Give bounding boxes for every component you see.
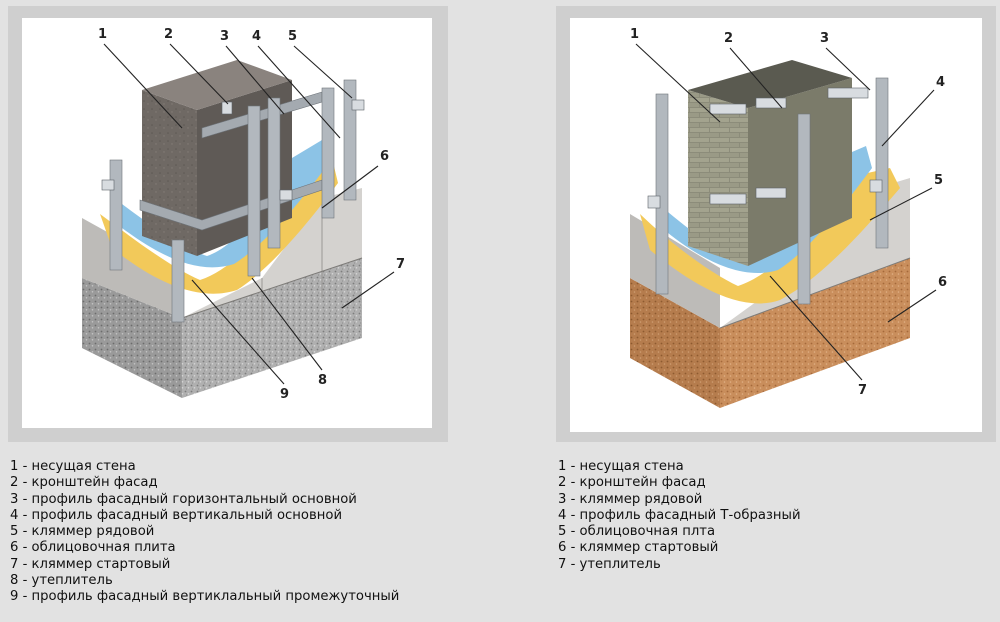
left-callout-7: 7 (396, 257, 405, 272)
right-wall-front (688, 90, 748, 266)
right-callout-6: 6 (938, 275, 947, 290)
right-legend-item-6: 6 - кляммер стартовый (558, 540, 719, 556)
left-legend-item-6: 6 - облицовочная плита (10, 540, 176, 556)
left-callout-8: 8 (318, 373, 327, 388)
right-legend-item-4: 4 - профиль фасадный Т-образный (558, 507, 801, 523)
right-callout-2: 2 (724, 31, 733, 46)
right-legend-item-5: 5 - облицовочная плта (558, 524, 716, 540)
right-callout-5: 5 (934, 173, 943, 188)
left-wall-top (142, 60, 292, 110)
left-insulation-yellow (100, 158, 338, 294)
right-leader-lines (635, 43, 937, 381)
left-legend-item-2: 2 - кронштейн фасад (10, 475, 158, 491)
left-legend-item-7: 7 - кляммер стартовый (10, 556, 171, 572)
right-callout-7: 7 (858, 383, 867, 398)
left-brackets (101, 99, 365, 201)
right-base-side (720, 258, 910, 408)
left-callout-1: 1 (98, 27, 107, 42)
left-legend-item-4: 4 - профиль фасадный вертикальный основн… (10, 507, 343, 523)
left-cladding-front (82, 218, 182, 318)
right-legend-item-1: 1 - несущая стена (558, 459, 684, 474)
left-callout-4: 4 (252, 29, 261, 44)
left-callout-5: 5 (288, 29, 297, 44)
left-cladding-side (182, 188, 362, 318)
right-callout-1: 1 (630, 27, 639, 42)
right-wall-top (688, 60, 852, 108)
right-vertical-profiles (655, 77, 889, 305)
right-legend-item-2: 2 - кронштейн фасад (558, 475, 706, 491)
left-callout-3: 3 (220, 29, 229, 44)
right-callout-3: 3 (820, 31, 829, 46)
left-legend-item-8: 8 - утеплитель (10, 573, 113, 589)
left-legend-item-5: 5 - кляммер рядовой (10, 524, 155, 540)
left-callout-9: 9 (280, 387, 289, 402)
right-callout-4: 4 (936, 75, 945, 90)
left-facade-svg: 1 2 3 4 5 6 7 8 9 (82, 27, 405, 402)
left-callout-2: 2 (164, 27, 173, 42)
left-legend-item-1: 1 - несущая стена (10, 459, 136, 474)
left-legend-item-3: 3 - профиль фасадный горизонтальный осно… (10, 491, 357, 507)
left-legend: 1 - несущая стена 2 - кронштейн фасад 3 … (10, 459, 399, 606)
left-callout-6: 6 (380, 149, 389, 164)
right-facade-diagram: 1 2 3 4 5 6 7 (570, 18, 982, 432)
left-facade-diagram: 1 2 3 4 5 6 7 8 9 (22, 18, 432, 428)
left-leader-lines (103, 43, 395, 385)
right-legend-item-7: 7 - утеплитель (558, 556, 661, 572)
right-base-front (630, 278, 720, 408)
right-brackets (647, 87, 883, 209)
right-facade-svg: 1 2 3 4 5 6 7 (630, 27, 947, 408)
left-legend-item-9: 9 - профиль фасадный вертиклальный проме… (10, 589, 400, 605)
right-legend: 1 - несущая стена 2 - кронштейн фасад 3 … (558, 459, 801, 573)
right-legend-item-3: 3 - кляммер рядовой (558, 491, 703, 507)
left-base-side (182, 258, 362, 398)
